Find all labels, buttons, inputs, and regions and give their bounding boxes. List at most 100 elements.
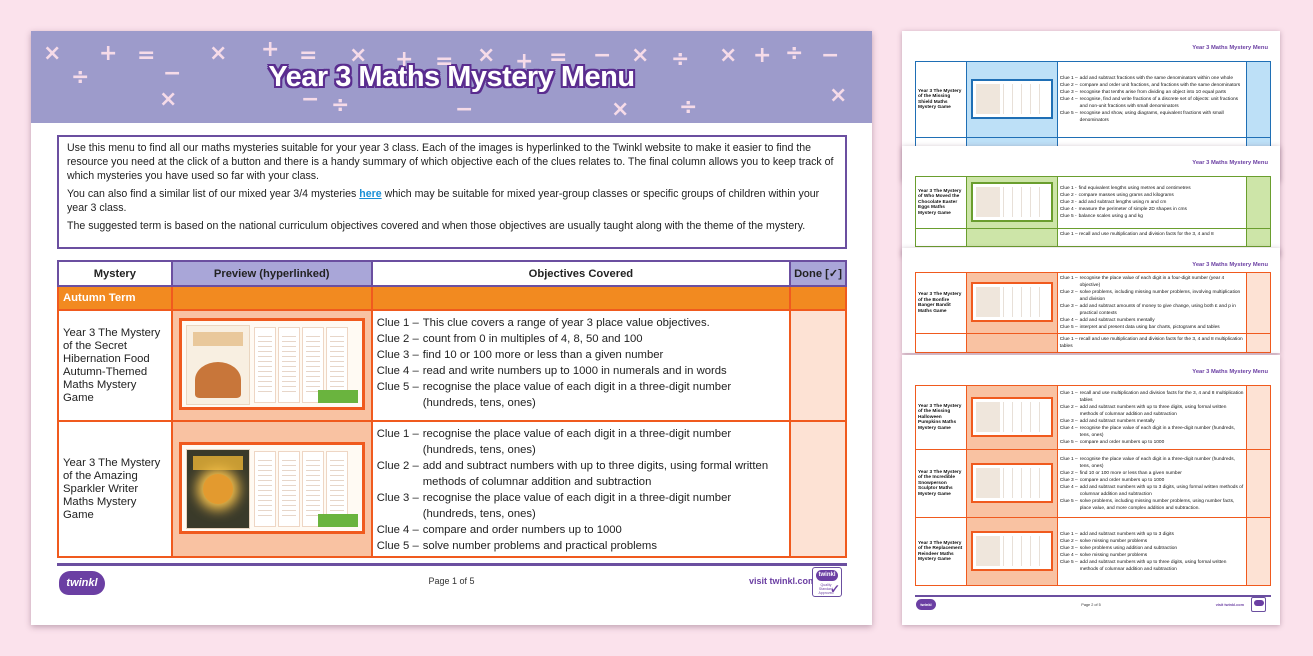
math-symbol-icon: × [611,97,630,122]
math-symbol-icon: = [549,45,568,70]
mini-page-header: Year 3 Maths Mystery Menu [1192,160,1268,166]
intro-paragraph-2: You can also find a similar list of our … [67,187,837,215]
term-cell [170,285,373,311]
table-row: Year 3 The Mystery of the Replacement Re… [915,517,1271,586]
math-symbol-icon: + [261,37,280,62]
math-symbol-icon: ÷ [679,95,698,120]
preview-cell [965,61,1058,138]
clue-item: Clue 4 –solve missing number problems [1059,552,1148,558]
twinkl-logo[interactable]: twinkl [916,599,936,610]
mystery-name: Year 3 The Mystery of the Amazing Sparkl… [57,420,173,558]
objectives-cell: Clue 1 –recognise the place value of eac… [1056,272,1248,334]
mystery-name: Year 3 The Mystery of the Secret Hiberna… [57,309,173,422]
clue-item: Clue 3 –add and subtract amounts of mone… [1059,304,1236,316]
objectives-cell: Clue 1 –recognise the place value of eac… [1056,449,1248,518]
math-symbol-icon: − [455,97,474,122]
math-symbol-icon: × [209,41,228,66]
clue-item: Clue 2 –add and subtract numbers with up… [1059,404,1227,417]
clue-item: Clue 1 –This clue covers a range of year… [376,317,710,329]
math-symbol-icon: ÷ [71,65,90,90]
table-row: Year 3 The Mystery of the Missing Shield… [915,61,1271,138]
mystery-name: Year 3 The Mystery of the Replacement Re… [915,517,967,586]
intro-box: Use this menu to find all our maths myst… [57,135,847,249]
math-symbol-icon: + [515,49,534,74]
math-symbol-icon: × [349,43,368,68]
preview-thumbnail-link[interactable] [970,530,1053,571]
done-checkbox-cell[interactable] [1246,176,1271,229]
clue-item: Clue 4 –add and subtract numbers with up… [1059,484,1244,497]
done-checkbox-cell[interactable] [789,420,847,558]
clue-item: Clue 3 –add and subtract numbers mentall… [1059,418,1155,424]
objectives-cell: Clue 1 –add and subtract numbers with up… [1056,517,1248,586]
clue-item: Clue 2 –find 10 or 100 more or less than… [1059,470,1182,476]
page-number: Page 1 of 5 [428,576,475,586]
objectives-cell: Clue 1 –recognise the place value of eac… [370,420,792,558]
clue-item: Clue 2 –add and subtract numbers with up… [376,460,769,488]
preview-thumbnail-link[interactable] [970,78,1053,119]
table-row: Year 3 The Mystery of the Missing Hallow… [915,385,1271,450]
table-row: Year 3 The Mystery of the Secret Hiberna… [57,309,847,422]
preview-thumbnail-link[interactable] [970,462,1053,503]
clue-item: Clue 1 –recognise the place value of eac… [1059,276,1225,288]
term-label: Autumn Term [57,285,173,311]
clue-item: Clue 5 –solve number problems and practi… [376,540,657,552]
math-symbol-icon: × [159,87,178,112]
intro-paragraph-1: Use this menu to find all our maths myst… [67,142,834,182]
preview-thumbnail-link[interactable] [970,396,1053,437]
math-symbol-icon: − [821,43,840,68]
check-icon: ✓ [829,582,840,596]
clue-item: Clue 3 –find 10 or 100 more or less than… [376,349,664,361]
table-row: Year 3 The Mystery of the Bonfire Banger… [915,272,1271,334]
clue-item: Clue 1 –recognise the place value of eac… [376,428,732,456]
header-preview: Preview (hyperlinked) [170,260,373,287]
header-objectives: Objectives Covered [370,260,792,287]
clue-item: Clue 2 -compare masses using grams and k… [1059,193,1174,198]
clue-item: Clue 1 –add and subtract numbers with up… [1059,531,1174,537]
badge-text: Quality Standard Approved [818,583,834,595]
mini-page-header: Year 3 Maths Mystery Menu [1192,262,1268,268]
clue-item: Clue 5 –interpret and present data using… [1059,325,1220,330]
math-symbol-icon: ÷ [331,93,350,118]
header-mystery: Mystery [57,260,173,287]
clue-item: Clue 3 –compare and order numbers up to … [1059,477,1165,483]
footer-divider [915,595,1271,597]
clue-item: Clue 2 –solve missing number problems [1059,538,1148,544]
clue-item: Clue 3 –solve problems using addition an… [1059,545,1178,551]
table-row: Clue 1 – recall and use multiplication a… [915,228,1271,247]
thumbnail-badge-icon [317,390,358,403]
clue-item: Clue 4 –recognise the place value of eac… [1059,425,1235,438]
done-checkbox-cell[interactable] [1246,517,1271,586]
math-symbol-icon: × [477,43,496,68]
preview-thumbnail-link[interactable] [970,282,1053,322]
intro-paragraph-3: The suggested term is based on the natio… [67,220,806,232]
document-title: Year 3 Maths Mystery Menu [268,61,635,93]
math-symbol-icon: = [299,43,318,68]
preview-thumbnail-link[interactable] [970,181,1053,222]
intro-p2-after: which may be suitable for mixed year-gro… [67,188,820,214]
preview-thumbnail-link[interactable] [178,441,365,534]
here-link[interactable]: here [359,188,382,200]
mini-table: Year 3 The Mystery of the Missing Hallow… [915,385,1271,586]
done-checkbox-cell[interactable] [1246,272,1271,334]
twinkl-logo[interactable]: twinkl [59,571,105,595]
clue-item: Clue 1 –recall and use multiplication an… [1059,390,1244,403]
done-checkbox-cell[interactable] [1246,385,1271,450]
clue-item: Clue 4 –compare and order numbers up to … [376,524,622,536]
visit-twinkl-link[interactable]: visit twinkl.com [1215,603,1244,607]
thumbnail-badge-icon [317,513,358,527]
done-checkbox-cell[interactable] [789,309,847,422]
clue-item: Clue 3 –recognise that tenths arise from… [1059,90,1227,95]
clue-item: Clue 1 –add and subtract fractions with … [1059,76,1233,81]
done-checkbox-cell[interactable] [1246,61,1271,138]
preview-thumbnail-link[interactable] [178,318,365,410]
math-symbol-icon: × [719,43,738,68]
visit-twinkl-link[interactable]: visit twinkl.com [749,576,817,586]
header-done: Done [✓] [789,260,847,287]
title-banner: Year 3 Maths Mystery Menu ×+=−×+=×+=×+=−… [31,31,872,123]
preview-page-measurement: Year 3 Maths Mystery Menu Year 3 The Mys… [902,146,1280,256]
clue-item: Clue 5 -balance scales using g and kg [1059,214,1143,219]
done-checkbox-cell[interactable] [1246,449,1271,518]
math-symbol-icon: − [593,43,612,68]
clue-item: Clue 4 –recognise, find and write fracti… [1059,97,1239,109]
mini-table: Year 3 The Mystery of Who Moved the Choc… [915,176,1271,247]
